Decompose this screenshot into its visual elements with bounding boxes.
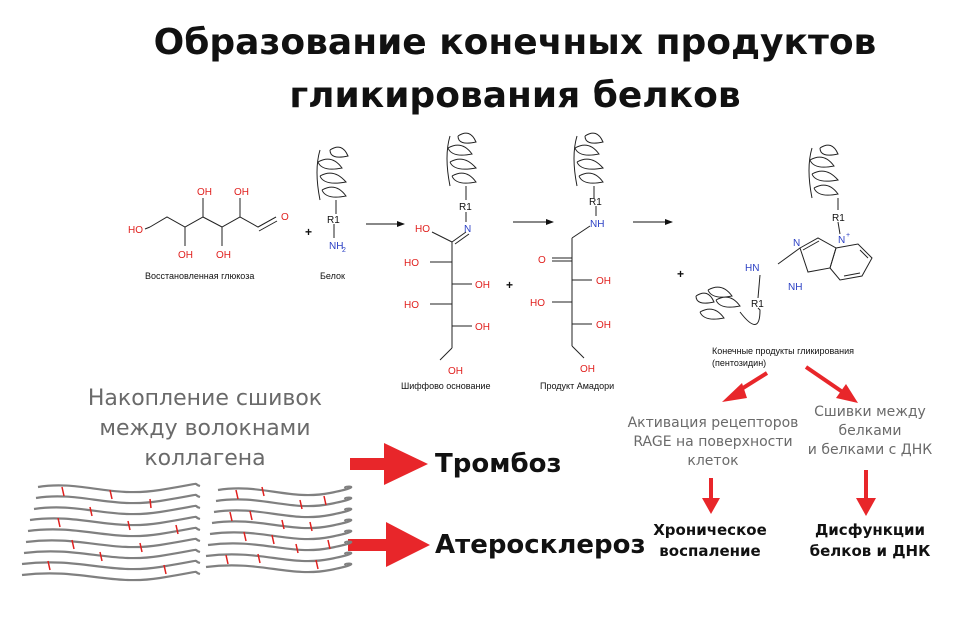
effect-crosslinks-line2: белками xyxy=(838,423,902,439)
pentosidine-r1-bottom: R1 xyxy=(751,299,764,310)
protein-label: Белок xyxy=(320,271,345,281)
schiff-n: N xyxy=(464,224,471,235)
amadori-nh: NH xyxy=(590,219,604,230)
schiff-oh-5: OH xyxy=(448,366,463,377)
pentosidine-plus-sup: + xyxy=(846,232,850,239)
collagen-heading-line2: между волокнами xyxy=(99,416,311,441)
protein-helix xyxy=(316,146,349,238)
protein-nh2: NH xyxy=(329,241,343,252)
glucose-oh-2: OH xyxy=(197,187,212,198)
pentosidine-r1-top: R1 xyxy=(832,213,845,224)
amadori-r1: R1 xyxy=(589,197,602,208)
glucose-oh-4: OH xyxy=(234,187,249,198)
schiff-ho: HO xyxy=(415,224,430,235)
result-inflammation-line2: воспаление xyxy=(659,542,761,560)
schiff-oh-3: HO xyxy=(404,300,419,311)
red-arrow-down-left xyxy=(702,478,720,514)
pentosidine-structure xyxy=(695,144,873,325)
collagen-crosslinks-2 xyxy=(225,486,331,570)
result-dysfunction-line1: Дисфункции xyxy=(814,521,926,539)
glucose-ho: HO xyxy=(128,225,143,236)
schiff-oh-4: OH xyxy=(475,322,490,333)
outcome-atherosclerosis: Атеросклероз xyxy=(435,530,646,560)
pentosidine-hn: HN xyxy=(745,263,759,274)
plus-sign-1: + xyxy=(305,225,312,239)
outcome-thrombosis: Тромбоз xyxy=(435,449,562,479)
effect-rage-line1: Активация рецепторов xyxy=(627,415,799,431)
pentosidine-label-line1: Конечные продукты гликирования xyxy=(712,346,854,356)
protein-nh2-sub: 2 xyxy=(342,247,346,254)
page-title-line2: гликирования белков xyxy=(289,75,741,116)
effect-rage-activation: Активация рецепторов RAGE на поверхности… xyxy=(618,414,808,471)
protein-r1: R1 xyxy=(327,215,340,226)
amadori-label: Продукт Амадори xyxy=(540,381,614,391)
result-protein-dna-dysfunction: Дисфункции белков и ДНК xyxy=(790,520,950,562)
collagen-heading-line3: коллагена xyxy=(144,446,266,471)
red-arrow-left-diag xyxy=(722,371,769,402)
plus-sign-3: + xyxy=(677,267,684,281)
amadori-oh-4: OH xyxy=(580,364,595,375)
result-inflammation-line1: Хроническое xyxy=(653,521,767,539)
red-arrow-down-right xyxy=(856,470,876,516)
effect-rage-line3: клеток xyxy=(687,453,739,469)
result-dysfunction-line2: белков и ДНК xyxy=(809,542,931,560)
schiff-oh-2: OH xyxy=(475,280,490,291)
amadori-structure xyxy=(552,132,604,359)
effect-crosslinks-line3: и белками с ДНК xyxy=(807,442,933,458)
collagen-heading-line1: Накопление сшивок xyxy=(87,386,323,411)
schiff-r1: R1 xyxy=(459,202,472,213)
effect-rage-line2: RAGE на поверхности xyxy=(633,434,793,450)
pentosidine-n-plus: N xyxy=(838,235,845,246)
result-chronic-inflammation: Хроническое воспаление xyxy=(630,520,790,562)
amadori-oh-1: OH xyxy=(596,276,611,287)
amadori-oh-3: OH xyxy=(596,320,611,331)
schiff-structure xyxy=(430,132,477,361)
amadori-o: O xyxy=(538,255,546,266)
schiff-label: Шиффово основание xyxy=(401,381,490,391)
pentosidine-n: N xyxy=(793,238,800,249)
collagen-crosslinks-1 xyxy=(47,486,179,575)
page-title-line1: Образование конечных продуктов xyxy=(153,22,877,63)
glucose-label: Восстановленная глюкоза xyxy=(145,271,254,281)
glucose-o: O xyxy=(281,212,289,223)
red-arrow-right-diag xyxy=(804,365,858,403)
pentosidine-nh: NH xyxy=(788,282,802,293)
amadori-oh-2: HO xyxy=(530,298,545,309)
collagen-fibers-2 xyxy=(205,485,353,574)
effect-crosslinks: Сшивки между белками и белками с ДНК xyxy=(795,403,945,460)
plus-sign-2: + xyxy=(506,278,513,292)
collagen-heading: Накопление сшивок между волокнами коллаг… xyxy=(40,384,370,474)
big-red-arrow-atherosclerosis xyxy=(348,522,430,567)
schiff-oh-1: HO xyxy=(404,258,419,269)
glucose-structure xyxy=(144,198,278,246)
glucose-oh-1: OH xyxy=(178,250,193,261)
effect-crosslinks-line1: Сшивки между xyxy=(814,404,926,420)
collagen-fibers-1 xyxy=(21,482,201,582)
big-red-arrow-thrombosis xyxy=(350,443,428,485)
glucose-oh-3: OH xyxy=(216,250,231,261)
pentosidine-label-line2: (пентозидин) xyxy=(712,358,766,368)
